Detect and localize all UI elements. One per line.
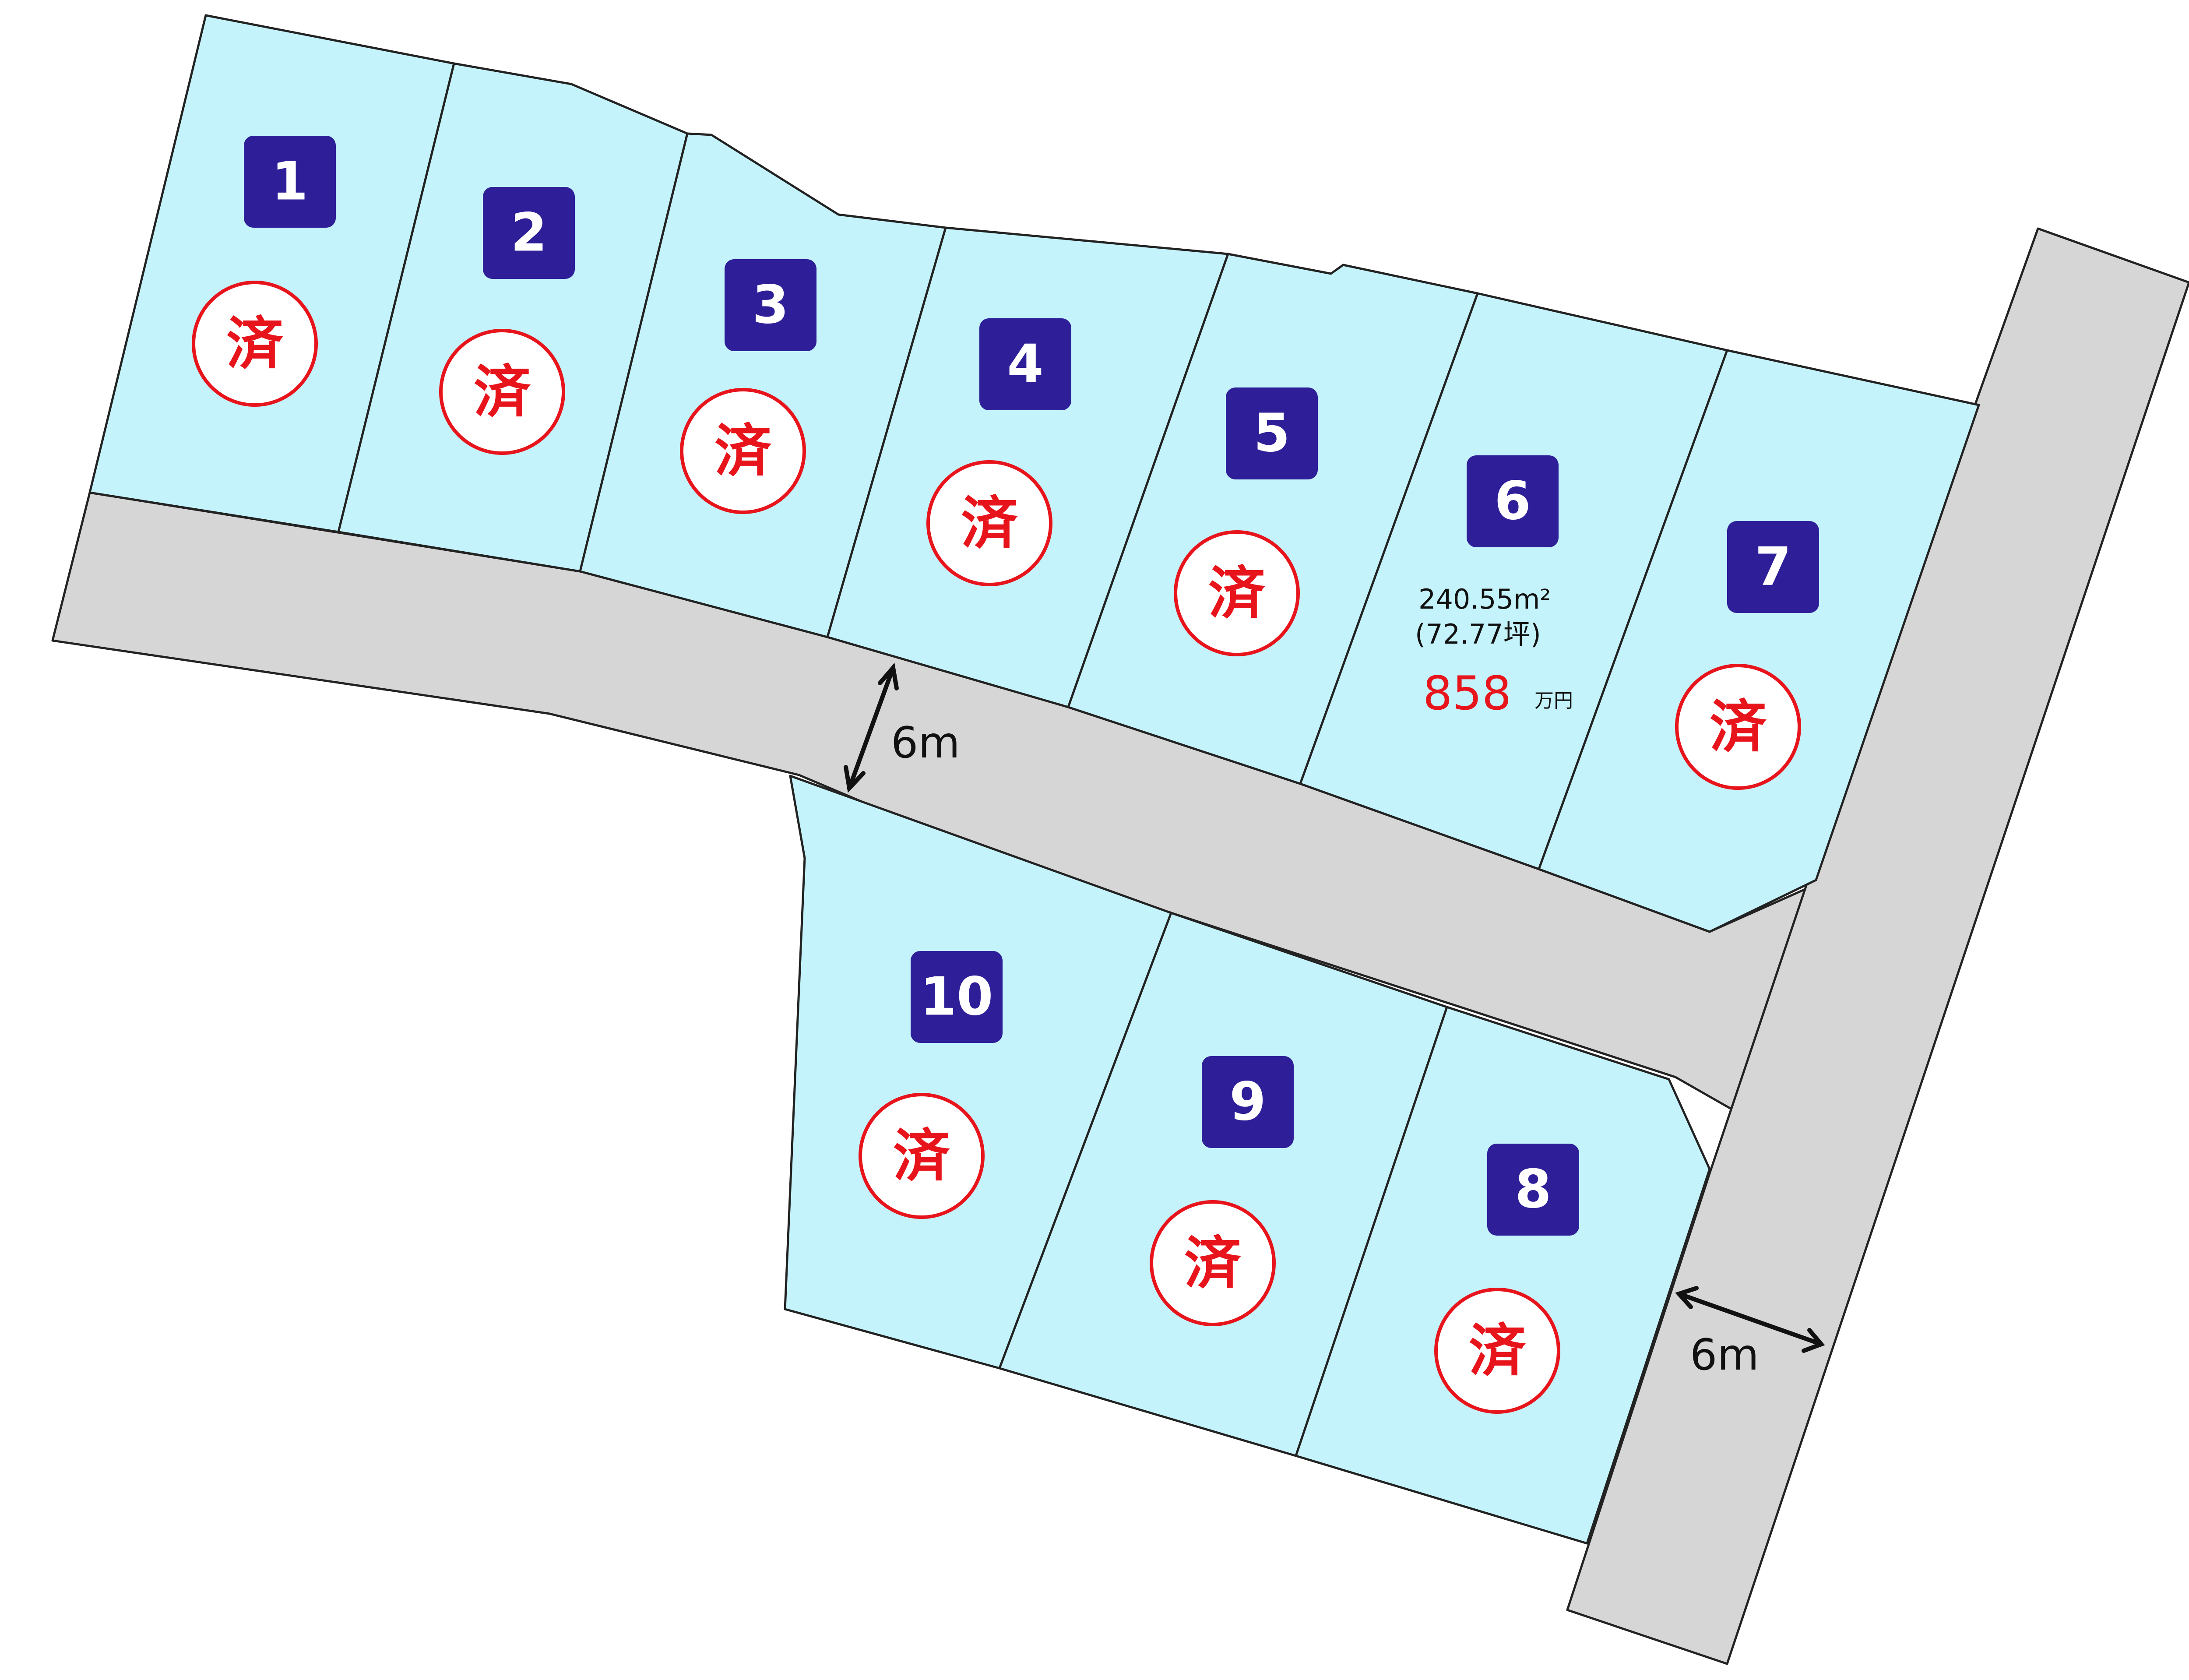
lot-4-sold-stamp <box>926 460 1052 586</box>
lot-6-area-tsubo: (72.77坪) <box>1415 618 1541 650</box>
lot-6-number: 6 <box>1494 471 1531 532</box>
lot-8-number: 8 <box>1515 1159 1552 1220</box>
lot-5-sold-stamp <box>1174 530 1300 656</box>
lot-3-number: 3 <box>752 275 789 336</box>
lot-7-sold-label: 済 <box>1710 694 1767 760</box>
lot-3-sold-label: 済 <box>714 418 772 484</box>
road-width-label-east: 6m <box>1690 1330 1759 1380</box>
lot-9-number: 9 <box>1229 1072 1266 1133</box>
lot-7-marker: 7 済 <box>1675 521 1819 790</box>
lot-1-sold-stamp <box>192 281 318 407</box>
road-width-arrow-east <box>1675 1286 1825 1353</box>
road-width-label-west: 6m <box>891 718 960 768</box>
lot-10-badge <box>911 951 1003 1043</box>
lot-7-sold-stamp <box>1675 664 1801 790</box>
lot-4-marker: 4 済 <box>926 318 1071 586</box>
lot-3-badge <box>725 259 816 351</box>
lot-3-sold-stamp <box>680 388 806 514</box>
lot-9-badge <box>1202 1056 1294 1148</box>
lot-8-badge <box>1487 1144 1579 1236</box>
lot-2-sold-stamp <box>439 329 565 455</box>
lot-2-number: 2 <box>510 203 547 264</box>
lot-5-number: 5 <box>1253 403 1290 464</box>
lot-7[interactable] <box>1538 349 1980 933</box>
lot-8-marker: 8 済 <box>1434 1144 1579 1414</box>
lot-5-marker: 5 済 <box>1174 387 1318 656</box>
lot-7-number: 7 <box>1755 537 1791 598</box>
lot-9-marker: 9 済 <box>1150 1056 1294 1326</box>
lot-10[interactable] <box>784 775 1172 1370</box>
lot-10-marker: 10 済 <box>859 951 1003 1219</box>
lot-4-sold-label: 済 <box>961 490 1018 556</box>
lot-8[interactable] <box>1295 1006 1711 1545</box>
lots-layer <box>88 14 1980 1545</box>
road-width-arrow-west <box>844 662 899 793</box>
lot-4-badge <box>979 318 1071 410</box>
lot-1-marker: 1 済 <box>192 136 336 407</box>
lot-6-marker: 6 240.55m² (72.77坪) 858 万円 <box>1415 455 1573 720</box>
lot-1-number: 1 <box>271 151 308 212</box>
lot-1-sold-label: 済 <box>226 310 284 377</box>
lot-6-price: 858 <box>1423 666 1511 720</box>
lot-5-sold-label: 済 <box>1208 560 1266 627</box>
lot-5-badge <box>1226 387 1318 479</box>
lot-8-sold-stamp <box>1434 1288 1560 1414</box>
lot-10-number: 10 <box>920 967 993 1028</box>
lot-2-marker: 2 済 <box>439 187 575 455</box>
road-width-markers: 6m 6m <box>844 662 1825 1380</box>
lot-6-badge <box>1467 455 1559 547</box>
lot-6-price-unit: 万円 <box>1534 690 1573 712</box>
lot-2-badge <box>483 187 575 279</box>
lot-7-badge <box>1727 521 1819 613</box>
lot-1-badge <box>244 136 336 228</box>
lot-8-sold-label: 済 <box>1469 1317 1526 1384</box>
lot-6-area: 240.55m² <box>1418 583 1551 615</box>
lot-9-sold-label: 済 <box>1184 1230 1242 1296</box>
lot-3-marker: 3 済 <box>680 259 816 514</box>
lot-9-sold-stamp <box>1150 1200 1276 1326</box>
lot-10-sold-label: 済 <box>893 1123 950 1189</box>
lot-4-number: 4 <box>1007 334 1044 395</box>
lot-10-sold-stamp <box>859 1093 985 1219</box>
lot-2-sold-label: 済 <box>474 359 531 425</box>
